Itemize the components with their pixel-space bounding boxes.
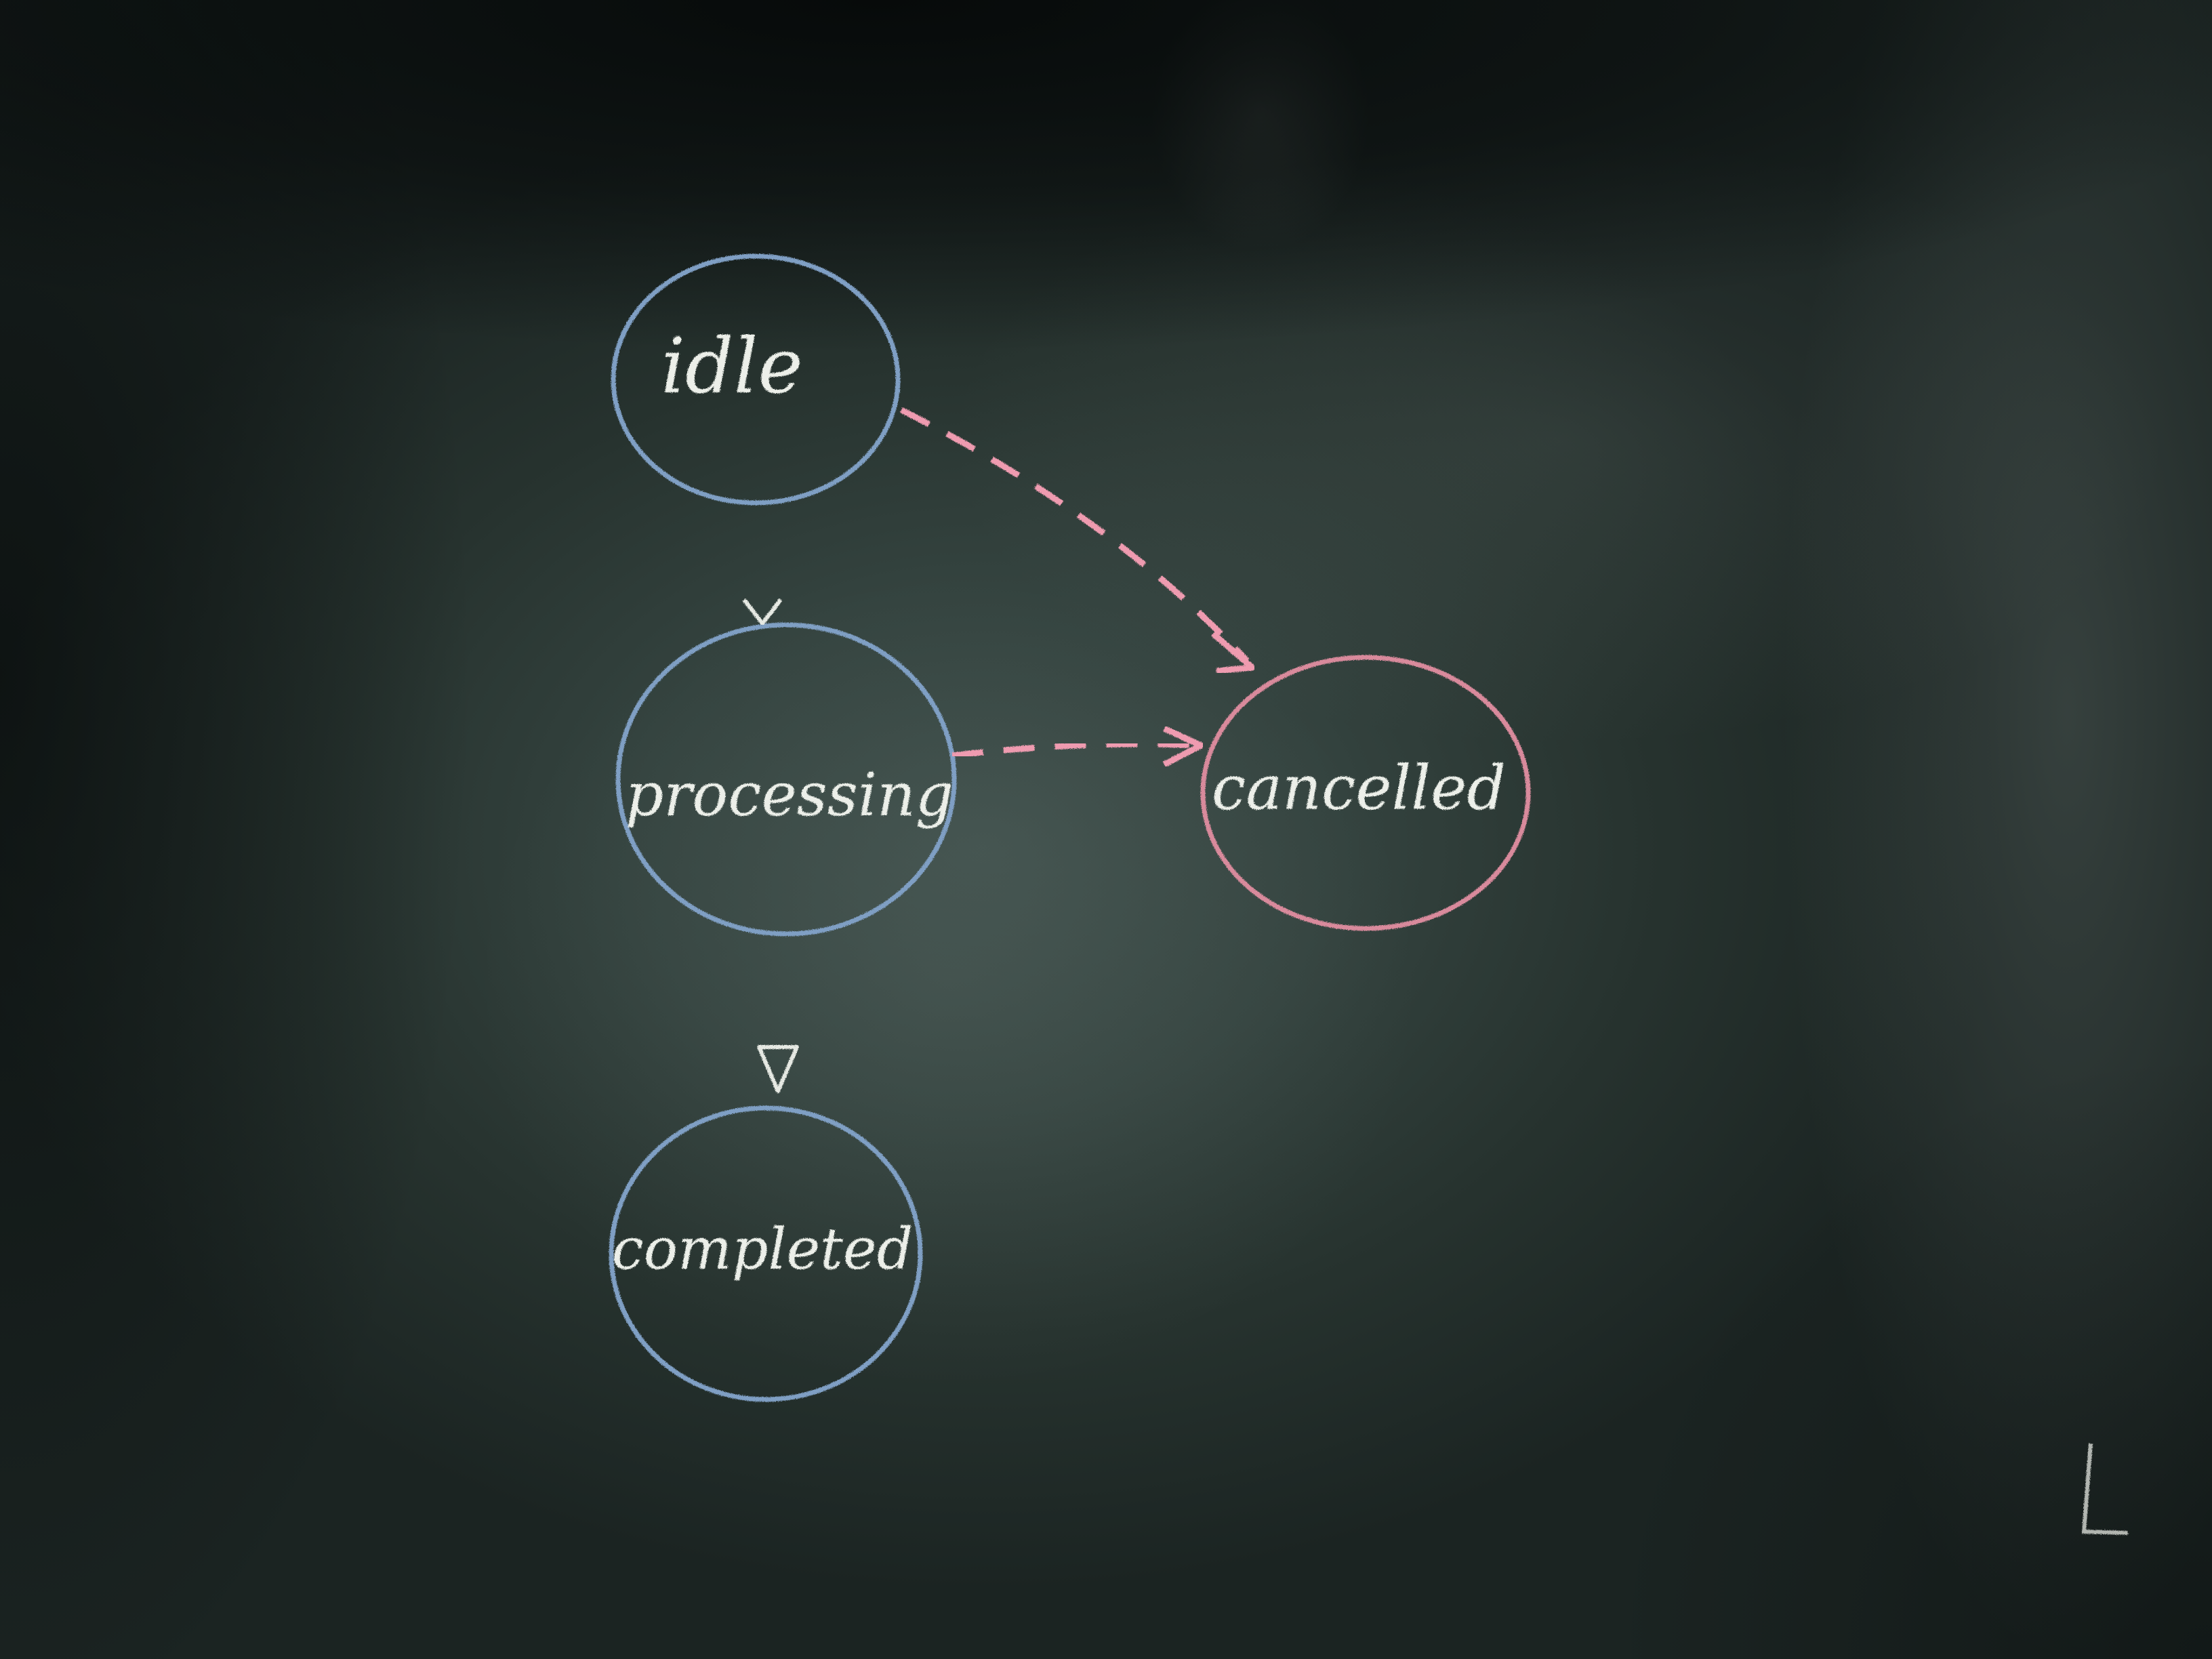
transition-idle-to-cancelled	[899, 407, 1256, 674]
state-cancelled-label: cancelled	[1212, 752, 1506, 823]
state-completed-label: completed	[612, 1216, 914, 1282]
transition-processing-to-completed	[757, 934, 799, 1093]
state-idle-circle	[611, 253, 901, 506]
erased-chalk-mark	[2081, 1443, 2129, 1535]
state-processing-circle	[615, 622, 957, 937]
state-completed-circle	[609, 1105, 923, 1402]
state-cancelled-circle	[1200, 655, 1531, 931]
state-idle-label: idle	[661, 323, 803, 411]
state-processing-label: processing	[626, 760, 954, 830]
transition-idle-to-processing	[742, 503, 783, 626]
transition-processing-to-cancelled	[951, 725, 1204, 767]
